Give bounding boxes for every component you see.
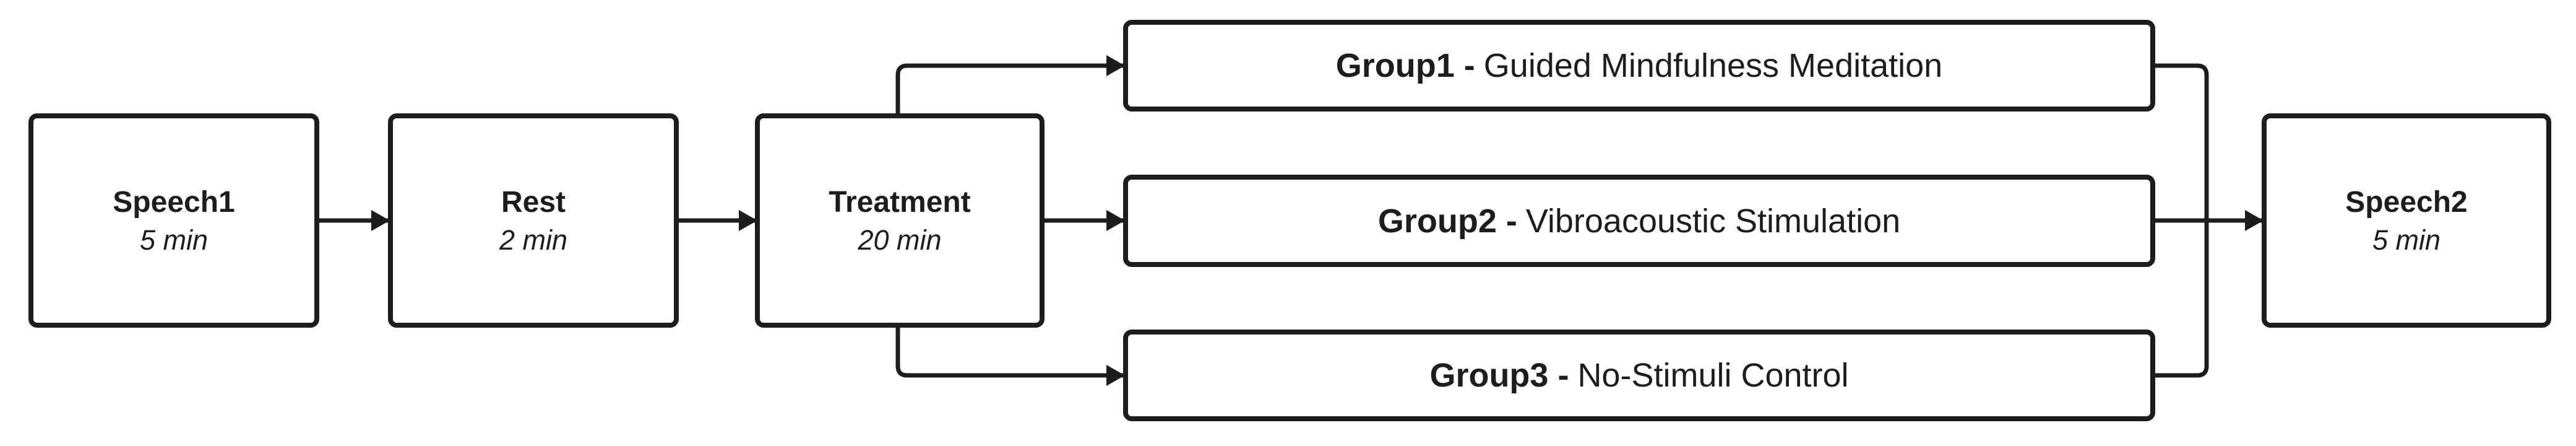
connector-treatment-group3 [895,326,1125,386]
node-group1-label: Group1 - [1335,47,1475,84]
node-group2-label: Group2 - [1377,202,1517,240]
node-treatment: Treatment 20 min [755,113,1045,328]
node-group3: Group3 - No-Stimuli Control [1123,330,2155,421]
node-rest-label: Rest [501,185,566,219]
node-speech1-label: Speech1 [113,185,235,219]
connector-treatment-group1 [895,55,1125,115]
connector-group1-merge [2154,63,2209,221]
node-rest-duration: 2 min [499,224,568,256]
node-group1: Group1 - Guided Mindfulness Meditation [1123,20,2155,112]
node-speech1-duration: 5 min [139,224,209,256]
node-group2: Group2 - Vibroacoustic Stimulation [1123,175,2155,267]
node-group1-description: Guided Mindfulness Meditation [1483,47,1943,84]
node-treatment-label: Treatment [829,185,971,219]
connector-group3-merge [2154,221,2209,378]
node-group3-label: Group3 - [1429,357,1569,394]
node-treatment-duration: 20 min [858,224,942,256]
node-speech2-duration: 5 min [2372,224,2441,256]
node-group3-description: No-Stimuli Control [1577,357,1849,394]
node-speech2: Speech2 5 min [2262,113,2551,328]
node-speech2-label: Speech2 [2345,185,2468,219]
node-speech1: Speech1 5 min [28,113,319,328]
node-rest: Rest 2 min [388,113,679,328]
node-group2-description: Vibroacoustic Stimulation [1525,202,1901,240]
